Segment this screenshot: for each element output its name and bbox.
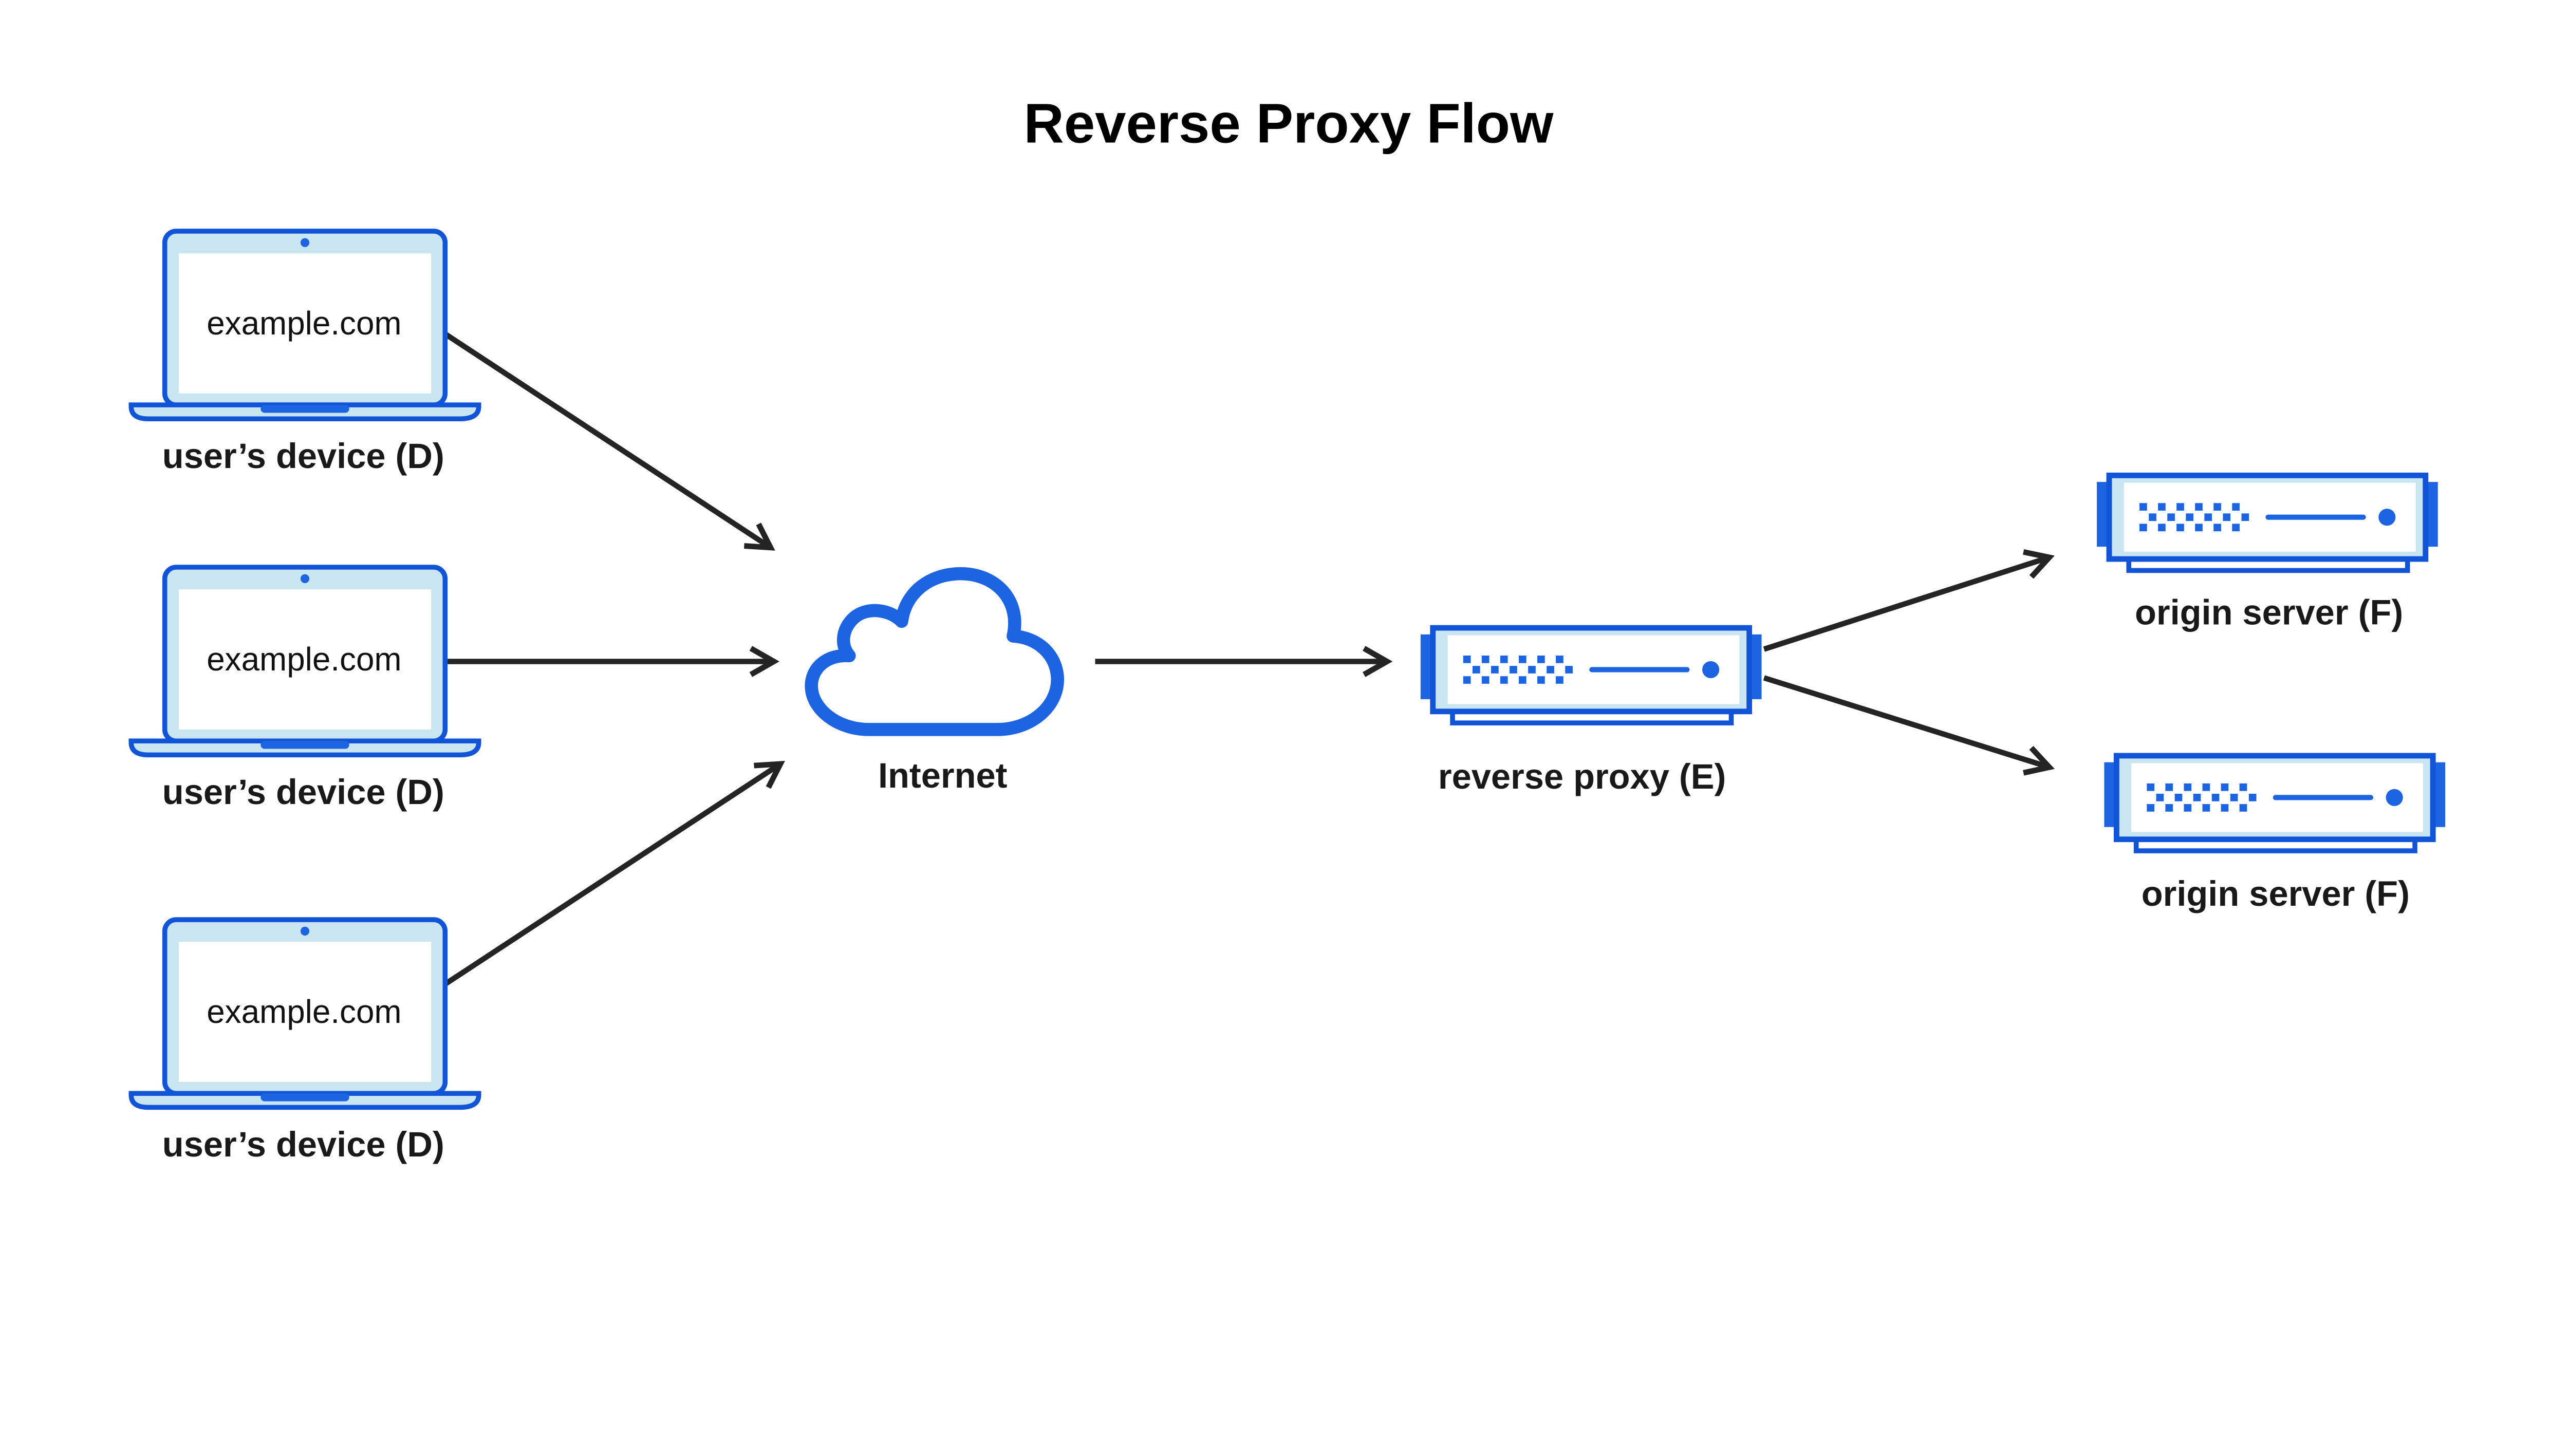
- reverse-proxy-node: reverse proxy (E): [1421, 628, 1762, 796]
- user-device-node-1: example.com user’s device (D): [131, 231, 478, 476]
- diagram-title: Reverse Proxy Flow: [1024, 92, 1554, 155]
- server-icon: [1421, 628, 1762, 723]
- device-screen-url: example.com: [207, 641, 401, 678]
- internet-node: Internet: [805, 567, 1064, 795]
- device-label: user’s device (D): [162, 772, 444, 812]
- server-icon: [2104, 756, 2445, 851]
- arrow-device3-to-internet: [444, 760, 785, 986]
- device-screen-url: example.com: [207, 993, 401, 1030]
- internet-label: Internet: [878, 756, 1008, 795]
- origin-server-node-1: origin server (F): [2097, 475, 2438, 632]
- origin-server-node-2: origin server (F): [2104, 756, 2445, 913]
- user-device-node-3: example.com user’s device (D): [131, 920, 478, 1164]
- reverse-proxy-label: reverse proxy (E): [1438, 757, 1726, 796]
- server-icon: [2097, 475, 2438, 570]
- origin-server-label: origin server (F): [2142, 874, 2410, 913]
- cloud-icon: [805, 567, 1064, 736]
- device-label: user’s device (D): [162, 436, 444, 476]
- arrow-proxy-to-origin2: [1763, 675, 2055, 776]
- reverse-proxy-flow-diagram: Reverse Proxy Flow example.com user’s de…: [0, 92, 2569, 1164]
- device-label: user’s device (D): [162, 1125, 444, 1164]
- origin-server-label: origin server (F): [2135, 593, 2403, 632]
- arrow-device1-to-internet: [444, 332, 775, 551]
- diagram-page: Reverse Proxy Flow example.com user’s de…: [0, 92, 2569, 1165]
- flow-arrows: [444, 332, 2055, 986]
- user-device-node-2: example.com user’s device (D): [131, 567, 478, 812]
- arrow-proxy-to-origin1: [1763, 549, 2055, 652]
- device-screen-url: example.com: [207, 305, 401, 342]
